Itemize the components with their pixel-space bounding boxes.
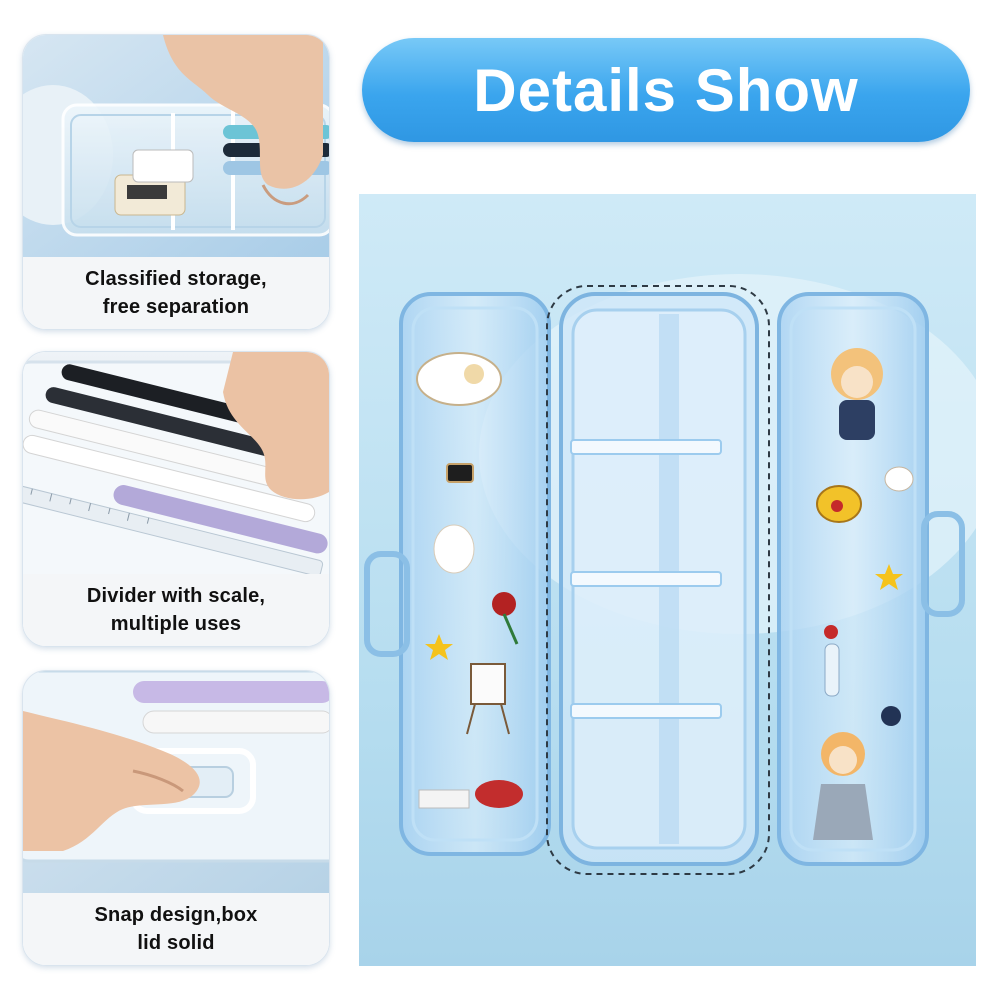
title-banner: Details Show [362, 38, 970, 142]
feature-card-snap-design: Snap design,box lid solid [22, 670, 330, 966]
pencil-box-compartments-photo [23, 35, 329, 259]
feature-card-divider-scale: Divider with scale, multiple uses [22, 351, 330, 647]
snap-latch-photo [23, 671, 329, 895]
pens-with-ruler-divider-photo [23, 352, 329, 576]
page-title: Details Show [473, 56, 859, 124]
open-transparent-blue-pencil-box [359, 194, 976, 966]
feature-caption: Snap design,box lid solid [23, 893, 329, 965]
feature-caption: Divider with scale, multiple uses [23, 574, 329, 646]
feature-caption: Classified storage, free separation [23, 257, 329, 329]
feature-card-classified-storage: Classified storage, free separation [22, 34, 330, 330]
